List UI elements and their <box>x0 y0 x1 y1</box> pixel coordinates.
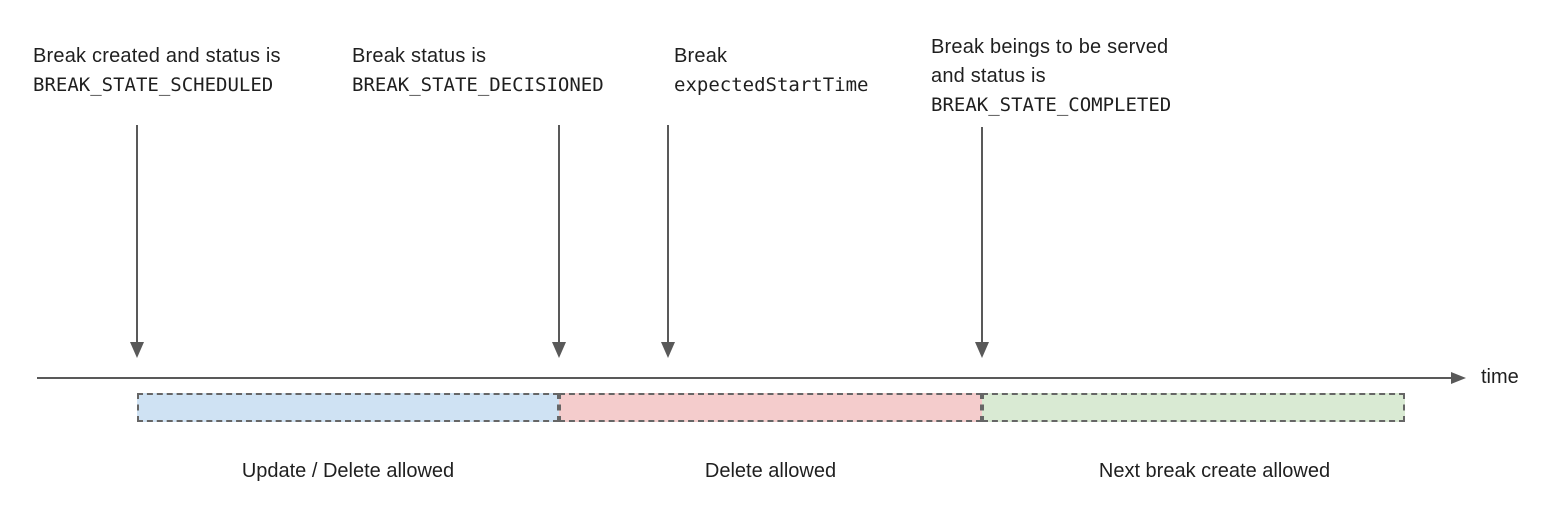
annotation-code-text: BREAK_STATE_DECISIONED <box>352 74 604 96</box>
annotation-break-completed: Break beings to be served and status is … <box>931 33 1171 120</box>
arrow-shaft <box>981 127 983 344</box>
down-arrow-icon <box>552 125 566 358</box>
arrow-shaft <box>136 125 138 344</box>
arrow-shaft <box>667 125 669 344</box>
time-axis-label: time <box>1481 366 1519 388</box>
time-axis <box>37 377 1451 379</box>
annotation-code-text: BREAK_STATE_SCHEDULED <box>33 74 274 96</box>
annotation-code-text: expectedStartTime <box>674 74 869 96</box>
annotation-text: and status is <box>931 65 1046 87</box>
time-axis-arrowhead-icon <box>1451 372 1466 384</box>
annotation-code-text: BREAK_STATE_COMPLETED <box>931 94 1172 116</box>
arrowhead-icon <box>130 342 144 358</box>
segment-label-update-delete: Update / Delete allowed <box>241 460 455 482</box>
annotation-break-scheduled: Break created and status is BREAK_STATE_… <box>33 42 281 100</box>
down-arrow-icon <box>975 127 989 358</box>
annotation-text: Break created and status is <box>33 45 281 67</box>
arrowhead-icon <box>975 342 989 358</box>
segment-next-break-create-allowed <box>982 393 1405 422</box>
segment-update-delete-allowed <box>137 393 559 422</box>
arrowhead-icon <box>552 342 566 358</box>
annotation-text: Break <box>674 45 728 67</box>
annotation-text: Break beings to be served <box>931 36 1169 58</box>
annotation-break-decisioned: Break status is BREAK_STATE_DECISIONED <box>352 42 604 100</box>
down-arrow-icon <box>130 125 144 358</box>
annotation-text: Break status is <box>352 45 487 67</box>
segment-delete-allowed <box>559 393 982 422</box>
down-arrow-icon <box>661 125 675 358</box>
segment-label-next-break: Next break create allowed <box>1098 460 1331 482</box>
segment-label-delete: Delete allowed <box>704 460 837 482</box>
annotation-expected-start-time: Break expectedStartTime <box>674 42 868 100</box>
arrow-shaft <box>558 125 560 344</box>
arrowhead-icon <box>661 342 675 358</box>
